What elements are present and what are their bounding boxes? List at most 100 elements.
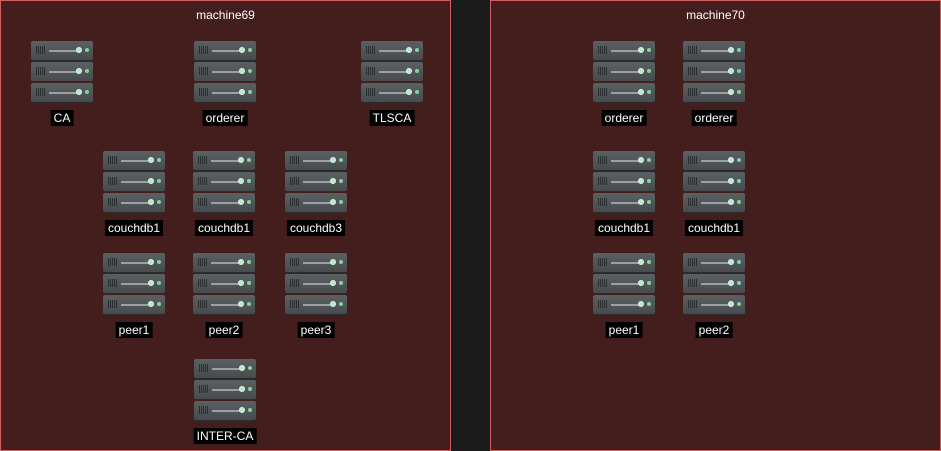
server-unit bbox=[683, 151, 745, 170]
server-vent bbox=[290, 258, 299, 266]
server-led bbox=[647, 281, 651, 285]
server-knob bbox=[330, 280, 336, 286]
server-slider bbox=[211, 262, 241, 264]
node-orderer[interactable]: orderer bbox=[683, 41, 745, 126]
server-knob bbox=[238, 280, 244, 286]
server-vent bbox=[290, 279, 299, 287]
server-led bbox=[248, 90, 252, 94]
node-peer1[interactable]: peer1 bbox=[103, 253, 165, 338]
server-unit bbox=[593, 253, 655, 272]
server-led bbox=[339, 179, 343, 183]
server-slider bbox=[49, 50, 79, 52]
server-led bbox=[737, 200, 741, 204]
server-knob bbox=[148, 157, 154, 163]
node-couchdb3[interactable]: couchdb3 bbox=[285, 151, 347, 236]
server-vent bbox=[108, 156, 117, 164]
server-vent bbox=[366, 67, 375, 75]
server-unit bbox=[593, 193, 655, 212]
server-knob bbox=[728, 47, 734, 53]
server-rack-icon bbox=[31, 41, 93, 103]
server-knob bbox=[238, 199, 244, 205]
server-slider bbox=[611, 71, 641, 73]
server-vent bbox=[198, 156, 207, 164]
node-peer3[interactable]: peer3 bbox=[285, 253, 347, 338]
server-slider bbox=[701, 181, 731, 183]
server-unit bbox=[103, 253, 165, 272]
server-knob bbox=[148, 259, 154, 265]
server-led bbox=[647, 158, 651, 162]
server-rack-icon bbox=[193, 151, 255, 213]
server-knob bbox=[728, 301, 734, 307]
node-peer2[interactable]: peer2 bbox=[193, 253, 255, 338]
server-vent bbox=[598, 67, 607, 75]
server-unit bbox=[593, 172, 655, 191]
node-tlsca[interactable]: TLSCA bbox=[361, 41, 423, 126]
server-unit bbox=[285, 274, 347, 293]
server-vent bbox=[290, 300, 299, 308]
server-knob bbox=[238, 259, 244, 265]
server-led bbox=[85, 69, 89, 73]
node-orderer[interactable]: orderer bbox=[593, 41, 655, 126]
server-led bbox=[85, 90, 89, 94]
server-rack-icon bbox=[593, 151, 655, 213]
server-slider bbox=[211, 160, 241, 162]
server-knob bbox=[728, 89, 734, 95]
server-rack-icon bbox=[103, 253, 165, 315]
server-vent bbox=[108, 198, 117, 206]
node-label: couchdb1 bbox=[594, 220, 654, 236]
server-led bbox=[248, 48, 252, 52]
node-orderer[interactable]: orderer bbox=[194, 41, 256, 126]
server-slider bbox=[611, 283, 641, 285]
server-knob bbox=[238, 178, 244, 184]
server-led bbox=[157, 281, 161, 285]
node-couchdb1[interactable]: couchdb1 bbox=[593, 151, 655, 236]
node-label: couchdb1 bbox=[104, 220, 164, 236]
node-inter-ca[interactable]: INTER-CA bbox=[193, 359, 257, 444]
server-led bbox=[737, 260, 741, 264]
server-slider bbox=[701, 71, 731, 73]
server-knob bbox=[406, 89, 412, 95]
node-couchdb1[interactable]: couchdb1 bbox=[683, 151, 745, 236]
server-vent bbox=[198, 300, 207, 308]
server-knob bbox=[330, 199, 336, 205]
server-knob bbox=[728, 199, 734, 205]
node-label: peer1 bbox=[605, 322, 643, 338]
server-slider bbox=[379, 50, 409, 52]
server-unit bbox=[683, 41, 745, 60]
server-unit bbox=[103, 172, 165, 191]
node-ca[interactable]: CA bbox=[31, 41, 93, 126]
server-vent bbox=[36, 46, 45, 54]
server-rack-icon bbox=[103, 151, 165, 213]
server-led bbox=[157, 302, 161, 306]
server-slider bbox=[611, 181, 641, 183]
server-slider bbox=[611, 160, 641, 162]
server-vent bbox=[199, 88, 208, 96]
server-vent bbox=[598, 88, 607, 96]
server-unit bbox=[593, 151, 655, 170]
server-led bbox=[647, 179, 651, 183]
node-couchdb1[interactable]: couchdb1 bbox=[103, 151, 165, 236]
server-vent bbox=[688, 67, 697, 75]
node-label: orderer bbox=[691, 110, 737, 126]
server-slider bbox=[611, 92, 641, 94]
node-couchdb1[interactable]: couchdb1 bbox=[193, 151, 255, 236]
server-unit bbox=[285, 253, 347, 272]
server-slider bbox=[303, 283, 333, 285]
node-peer2[interactable]: peer2 bbox=[683, 253, 745, 338]
server-knob bbox=[638, 199, 644, 205]
server-knob bbox=[330, 259, 336, 265]
server-vent bbox=[199, 67, 208, 75]
server-knob bbox=[638, 68, 644, 74]
machine-title: machine69 bbox=[196, 8, 255, 22]
server-unit bbox=[361, 83, 423, 102]
node-peer1[interactable]: peer1 bbox=[593, 253, 655, 338]
server-led bbox=[157, 260, 161, 264]
server-knob bbox=[728, 178, 734, 184]
server-unit bbox=[683, 193, 745, 212]
server-unit bbox=[593, 41, 655, 60]
server-led bbox=[157, 200, 161, 204]
server-unit bbox=[193, 172, 255, 191]
server-unit bbox=[194, 401, 256, 420]
server-vent bbox=[198, 177, 207, 185]
server-unit bbox=[683, 172, 745, 191]
